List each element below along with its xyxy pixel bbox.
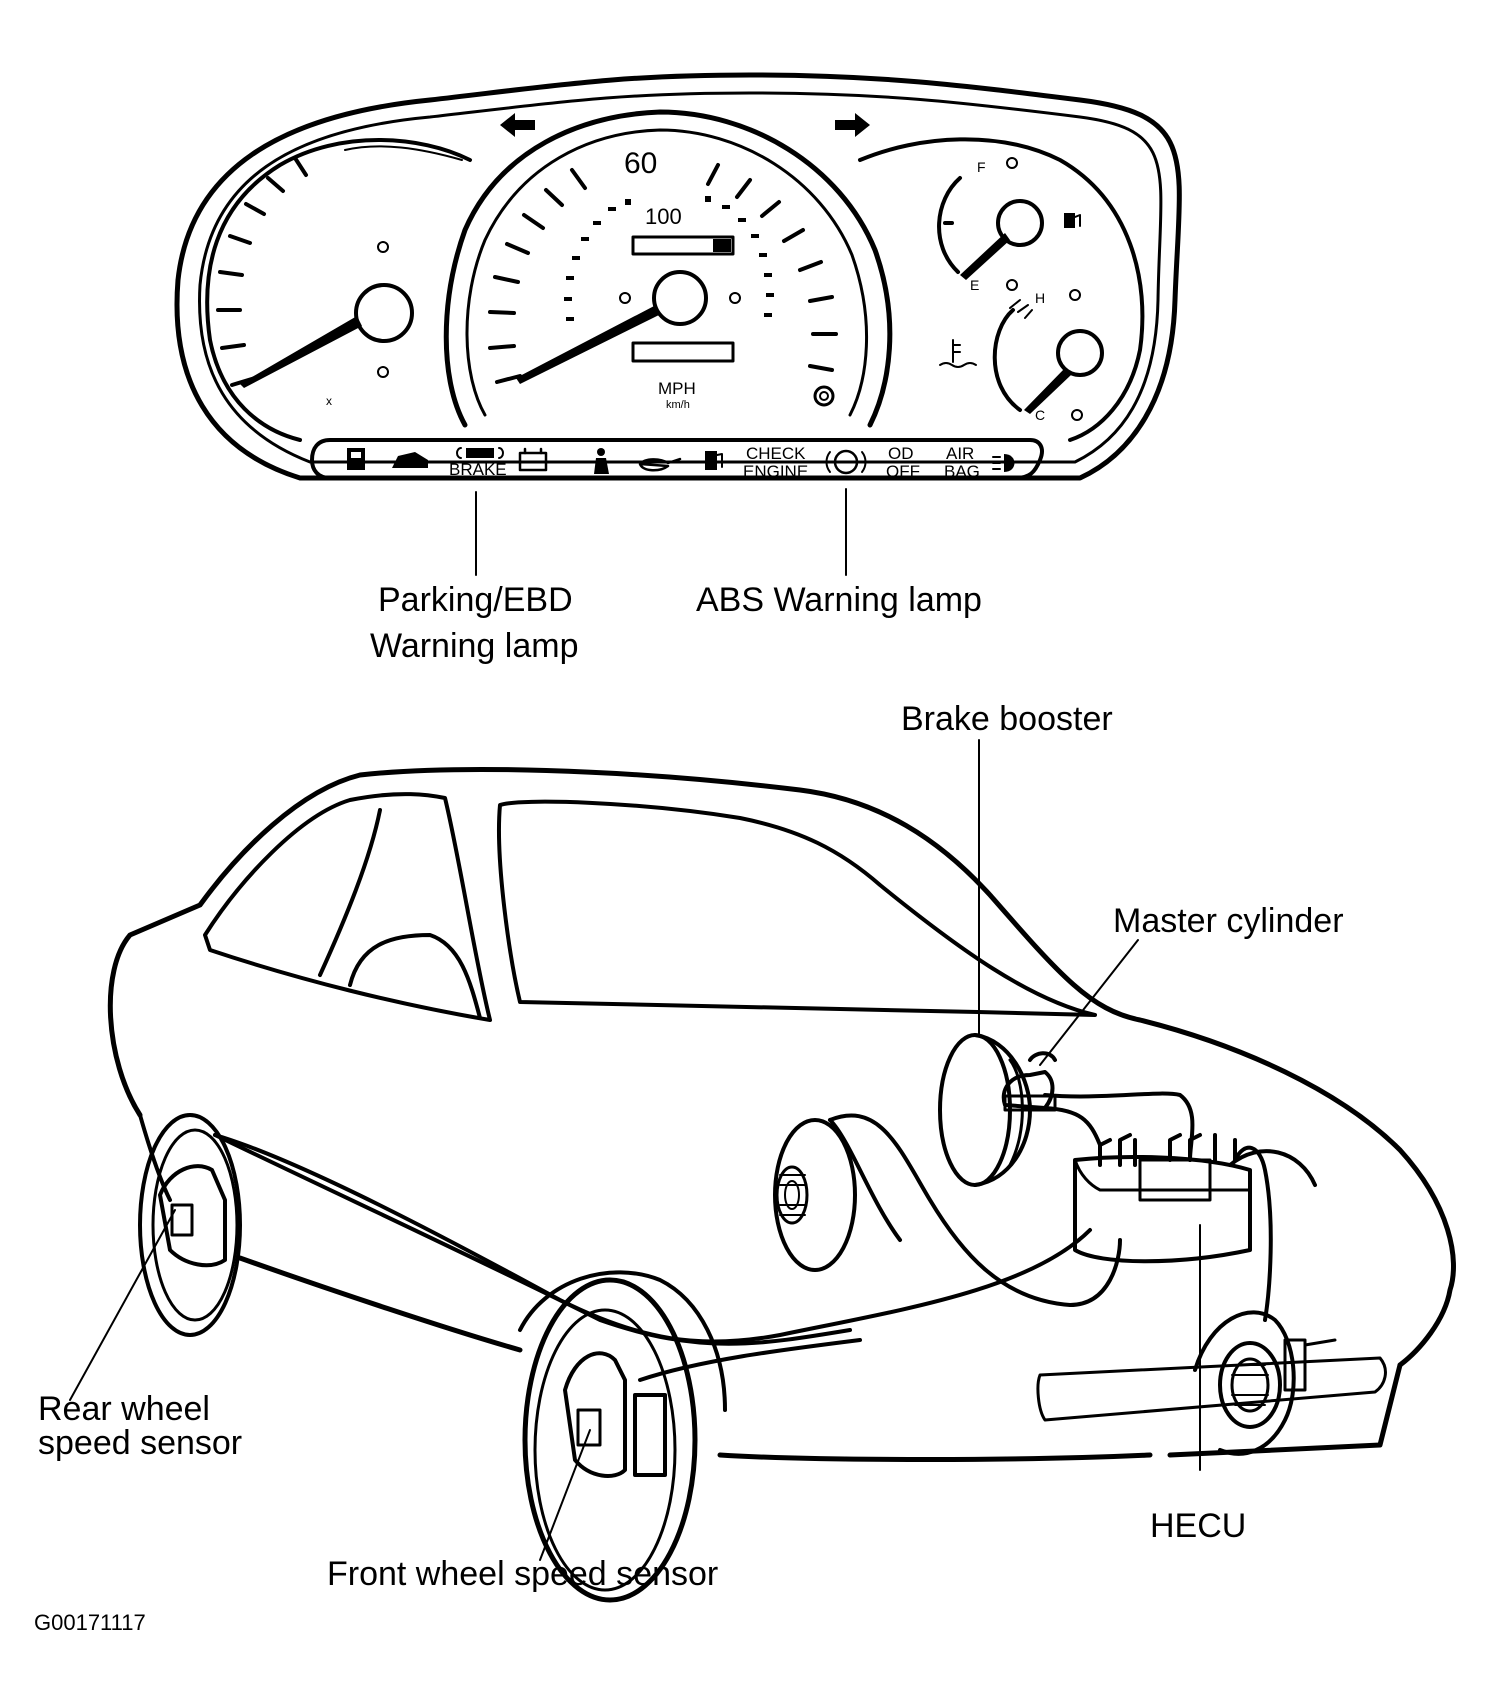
brake-lines [213, 1091, 1273, 1382]
od-off-label-line-1: OD [888, 444, 914, 463]
front-right-caliper [1283, 1338, 1307, 1392]
brake-indicator-label: BRAKE [449, 460, 507, 479]
fuel-empty-label: E [970, 277, 979, 293]
master-cylinder-label: Master cylinder [1113, 902, 1344, 940]
tachometer: x [205, 138, 472, 442]
front-wheel-hub [563, 1351, 627, 1478]
svg-text:x: x [326, 394, 332, 408]
speed-60-label: 60 [624, 147, 657, 180]
rear-sensor-harness [213, 1133, 1092, 1344]
tachometer-rim [205, 138, 472, 442]
rear-brake-line [213, 1133, 852, 1346]
door-ajar-icon [392, 452, 428, 468]
right-turn-arrow-icon [835, 113, 870, 137]
temp-hot-label: H [1035, 290, 1045, 306]
rear-side-window [203, 792, 492, 1022]
temp-arc [992, 308, 1022, 412]
parking-ebd-label-line-1: Parking/EBD [378, 581, 573, 619]
rear-sensor-leader [69, 1209, 176, 1401]
front-right-disc-outline [1193, 1310, 1296, 1456]
rear-right-brake-disc [773, 1118, 857, 1272]
tachometer-ticks [216, 156, 308, 387]
parking-ebd-warning-lamp: BRAKE [449, 447, 507, 479]
speedometer-kmh-dots [564, 196, 774, 321]
front-right-brake-disc [1193, 1310, 1337, 1456]
speedometer-hub [652, 270, 708, 326]
temp-cold-label: C [1035, 407, 1045, 423]
seatbelt-icon [347, 448, 365, 470]
abs-warning-lamp [825, 449, 867, 475]
hecu-label: HECU [1150, 1507, 1246, 1545]
oil-pressure-icon [638, 457, 682, 472]
indicator-strip-frame [310, 438, 1044, 480]
battery-icon [518, 447, 548, 472]
rear-sensor-label-line-1: Rear wheel [38, 1390, 210, 1428]
coolant-temp-icon [939, 339, 977, 368]
check-engine-label-line-2: ENGINE [743, 462, 808, 481]
left-turn-arrow-icon [500, 113, 535, 137]
check-engine-label-line-1: CHECK [746, 444, 806, 463]
speedometer-ticks [488, 163, 838, 384]
rear-door-pillar [318, 808, 382, 977]
temp-hub [1056, 329, 1104, 377]
rear-right-brake-line [828, 1113, 1122, 1307]
rear-body-lower [138, 1113, 172, 1202]
trip-display [631, 341, 735, 363]
temp-needle [1024, 368, 1071, 414]
fuel-needle [960, 233, 1010, 280]
unit-kmh-label: km/h [666, 399, 690, 411]
front-bumper-line [1167, 1362, 1403, 1458]
speedometer-rim [443, 109, 893, 428]
air-bag-label-line-2: BAG [944, 462, 980, 481]
front-fender-arc [1228, 1149, 1317, 1187]
rocker-line [717, 1452, 1153, 1463]
master-cylinder-leader [1039, 939, 1139, 1066]
air-bag-label-line-1: AIR [946, 444, 974, 463]
od-off-label-line-2: OFF [886, 462, 920, 481]
fuel-pump-icon [1064, 213, 1081, 228]
rear-wheel-sensor-housing [158, 1164, 227, 1268]
tachometer-hub [354, 283, 414, 343]
trip-reset-knob [813, 385, 835, 407]
tachometer-redline [344, 145, 463, 161]
fuel-full-label: F [977, 159, 986, 175]
speed-100-label: 100 [645, 204, 682, 229]
figure-code: G00171117 [34, 1610, 146, 1635]
speedometer: 60 100 MPH km/h [443, 109, 893, 428]
rear-lower-body [237, 1255, 523, 1353]
headlight-icon [992, 454, 1015, 472]
car-leader-lines [69, 739, 1201, 1561]
odometer-display [631, 235, 735, 256]
fuel-arc [937, 176, 962, 274]
car-outline [107, 767, 1456, 1368]
front-wheel [522, 1277, 698, 1603]
tachometer-needle [240, 316, 362, 388]
fuel-temp-dial: F E H C [858, 137, 1145, 442]
brake-booster-label: Brake booster [901, 700, 1113, 738]
hecu-unit [1073, 1133, 1252, 1264]
unit-mph-label: MPH [658, 379, 696, 398]
low-fuel-icon [705, 451, 723, 470]
instrument-cluster: x [174, 72, 1182, 481]
speedometer-needle [516, 305, 661, 384]
rear-wheel [138, 1113, 242, 1337]
right-dial-rim [858, 137, 1145, 442]
parking-ebd-label-line-2: Warning lamp [370, 627, 578, 665]
fuel-hub [996, 199, 1044, 247]
car-body [107, 767, 1456, 1463]
front-brake-caliper [633, 1393, 667, 1477]
rear-sensor-label-line-2: speed sensor [38, 1424, 242, 1462]
abs-warning-lamp-label: ABS Warning lamp [696, 581, 982, 619]
warning-indicator-strip: BRAKE CHECK ENGINE [310, 438, 1044, 481]
front-sensor-leader [539, 1429, 591, 1561]
rear-seat-outline [348, 933, 482, 1020]
front-sensor-label: Front wheel speed sensor [327, 1555, 718, 1593]
cluster-inner-rim [198, 91, 1163, 464]
cluster-housing [174, 72, 1182, 481]
front-side-window [497, 799, 1097, 1017]
seatbelt-person-icon [594, 448, 609, 474]
side-molding [1036, 1356, 1387, 1422]
